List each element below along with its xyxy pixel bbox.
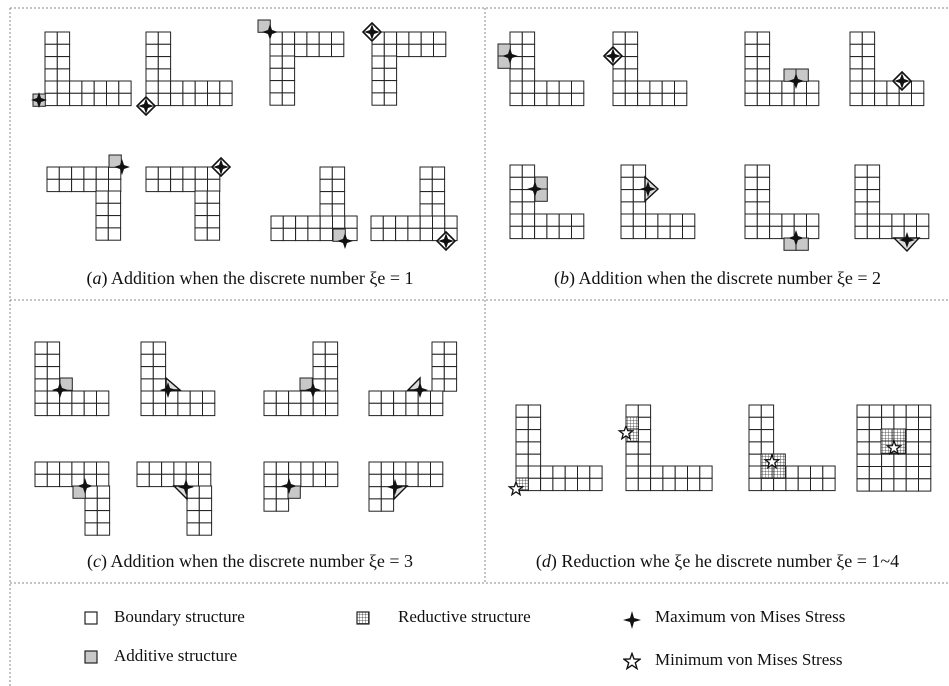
boundary-square-icon xyxy=(84,611,98,625)
b-shape-7 xyxy=(744,164,820,251)
max-stress-marker xyxy=(138,98,154,114)
max-stress-marker xyxy=(894,73,910,89)
max-stress-marker xyxy=(605,48,621,64)
caption-b-text: Addition when the discrete number ξe = 2 xyxy=(578,268,882,288)
b-shape-5 xyxy=(509,164,585,240)
caption-a-text: Addition when the discrete number ξe = 1 xyxy=(110,268,414,288)
c-shape-1 xyxy=(34,341,110,417)
max-stress-marker xyxy=(899,232,915,248)
c-shape-7 xyxy=(263,461,339,512)
hatched-square-icon xyxy=(356,611,370,625)
caption-d-letter: d xyxy=(541,551,551,571)
b-shape-6 xyxy=(620,164,696,240)
legend-additive: Additive structure xyxy=(114,646,238,665)
max-stress-marker xyxy=(502,48,518,64)
c-shape-6 xyxy=(136,461,213,536)
caption-a: (a) Addition when the discrete number ξe… xyxy=(86,268,414,288)
a-shape-5 xyxy=(46,154,130,241)
max-stress-marker xyxy=(178,479,194,495)
c-shape-3 xyxy=(263,341,339,417)
caption-c-text: Addition when the discrete number ξe = 3 xyxy=(110,551,414,571)
caption-d-text: Reduction whe ξe he discrete number ξe =… xyxy=(561,551,900,571)
max-stress-marker xyxy=(281,478,297,494)
caption-c: (c) Addition when the discrete number ξe… xyxy=(86,551,414,571)
caption-d: (d) Reduction whe ξe he discrete number … xyxy=(535,551,900,571)
a-shape-3 xyxy=(257,19,345,106)
max-stress-marker xyxy=(387,479,403,495)
max-stress-marker xyxy=(527,181,543,197)
c-shape-4 xyxy=(368,341,458,417)
b-shape-3 xyxy=(744,31,820,107)
max-stress-marker xyxy=(788,230,804,246)
d-shape-3 xyxy=(748,404,836,492)
max-stress-marker xyxy=(305,382,321,398)
max-stress-marker xyxy=(213,159,229,175)
d-shape-4 xyxy=(856,404,932,492)
structure-grids xyxy=(31,19,932,536)
max-stress-marker xyxy=(364,24,380,40)
caption-b: (b) Addition when the discrete number ξe… xyxy=(553,268,882,288)
max-stress-marker xyxy=(640,181,656,197)
four-point-star-icon xyxy=(623,611,641,629)
b-shape-8 xyxy=(854,164,930,253)
max-stress-marker xyxy=(160,382,176,398)
min-stress-marker xyxy=(763,453,781,470)
legend-min-stress: Minimum von Mises Stress xyxy=(655,650,843,669)
a-shape-7 xyxy=(270,166,358,249)
five-point-star-outline-icon xyxy=(623,652,641,670)
b-shape-1 xyxy=(497,31,585,107)
max-stress-marker xyxy=(262,24,278,40)
b-shape-4 xyxy=(849,31,925,107)
max-stress-marker xyxy=(52,382,68,398)
panel-dividers xyxy=(9,7,948,686)
a-shape-6 xyxy=(145,156,232,241)
legend-max-stress: Maximum von Mises Stress xyxy=(655,607,846,626)
a-shape-8 xyxy=(370,166,458,252)
c-shape-5 xyxy=(34,461,111,536)
min-stress-marker xyxy=(507,480,525,497)
a-shape-2 xyxy=(135,31,233,117)
b-shape-2 xyxy=(602,31,688,107)
caption-a-letter: a xyxy=(92,268,102,288)
legend-boundary: Boundary structure xyxy=(114,607,245,626)
min-stress-marker xyxy=(617,424,635,441)
c-shape-2 xyxy=(140,341,216,417)
max-stress-marker xyxy=(438,233,454,249)
d-shape-2 xyxy=(617,404,713,492)
min-stress-marker xyxy=(885,439,903,456)
legend-reductive: Reductive structure xyxy=(398,607,531,626)
max-stress-marker xyxy=(337,233,353,249)
c-shape-8 xyxy=(368,461,444,512)
a-shape-1 xyxy=(31,31,132,108)
max-stress-marker xyxy=(31,92,47,108)
a-shape-4 xyxy=(361,21,447,106)
max-stress-marker xyxy=(77,478,93,494)
max-stress-marker xyxy=(412,382,428,398)
max-stress-marker xyxy=(788,73,804,89)
caption-c-letter: c xyxy=(92,551,101,571)
d-shape-1 xyxy=(507,404,603,497)
max-stress-marker xyxy=(114,159,130,175)
additive-square-icon xyxy=(84,650,98,664)
caption-b-letter: b xyxy=(559,268,569,288)
